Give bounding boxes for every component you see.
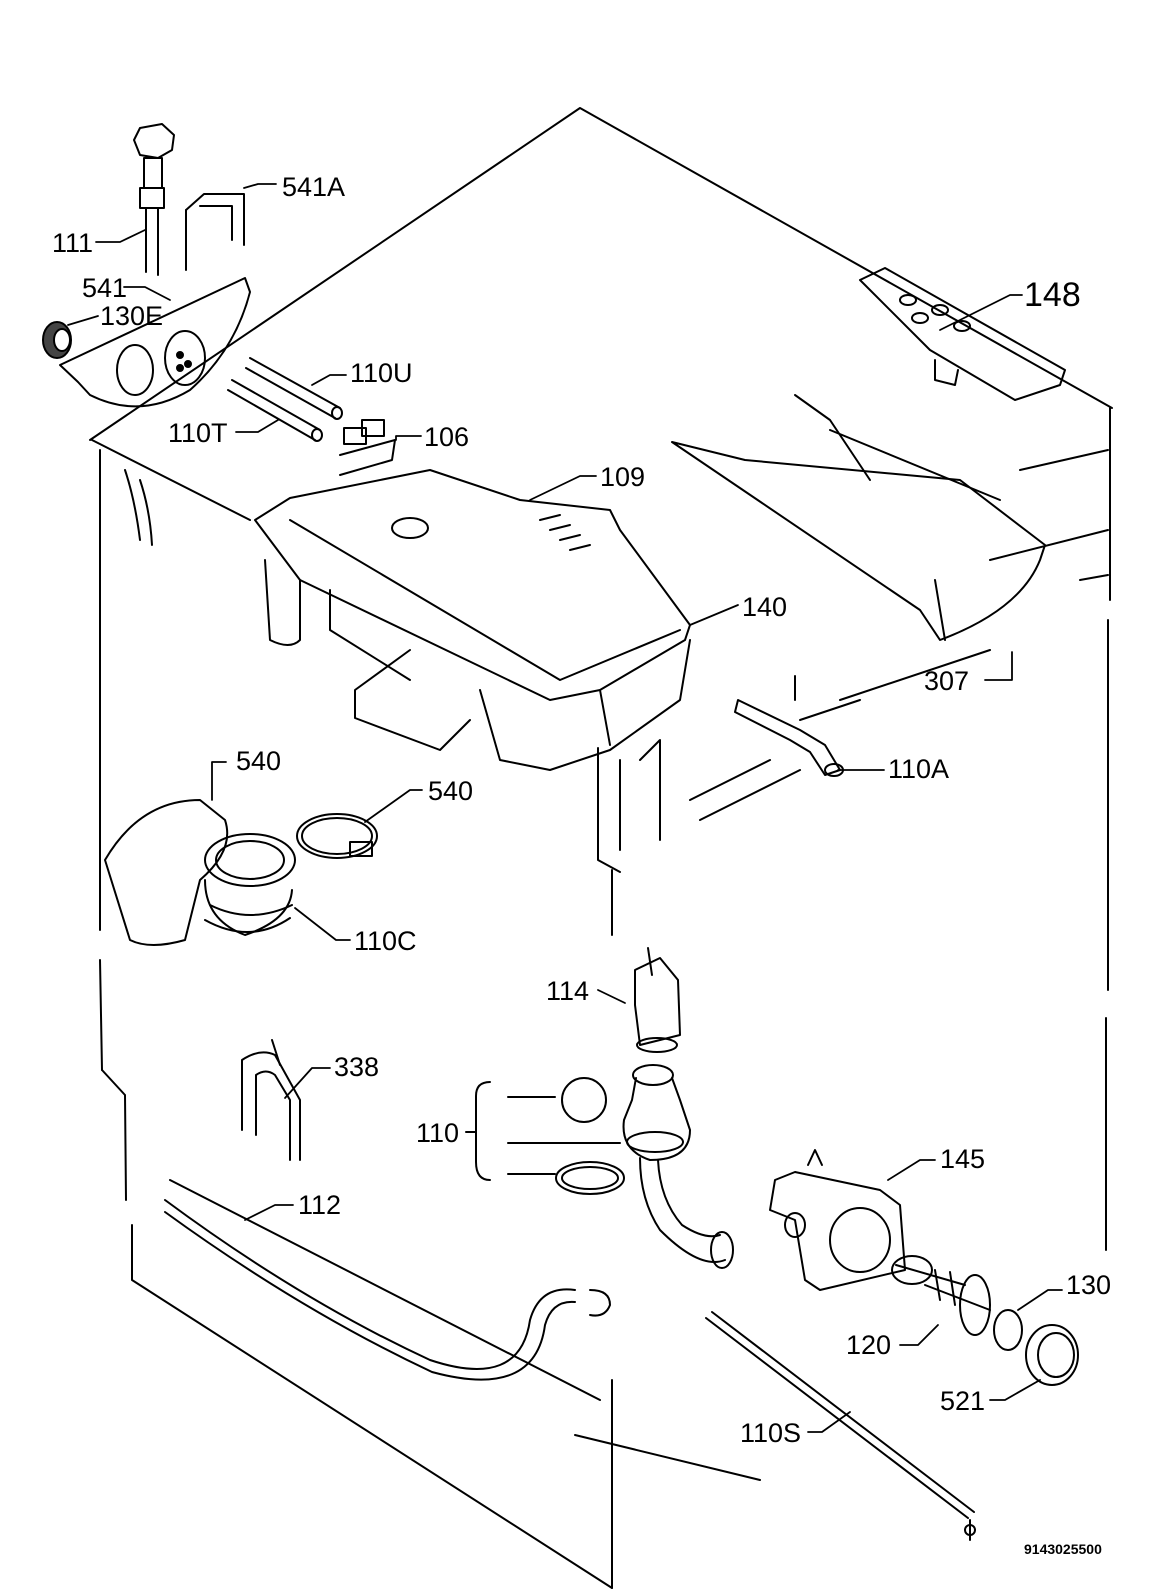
label-110a: 110A [888,754,950,784]
pump-housing-145 [769,1149,906,1291]
label-111: 111 [52,228,94,258]
label-106: 106 [424,422,470,452]
valve-106 [339,419,396,476]
part-110-set [465,1077,625,1195]
label-110: 110 [416,1118,460,1148]
label-130: 130 [1066,1270,1112,1300]
bracket-338 [241,1039,301,1161]
label-521: 521 [940,1386,986,1416]
leader-lines [67,183,1063,1433]
label-112: 112 [298,1190,342,1220]
drain-hose-112 [164,1199,611,1381]
dispenser-housing-109-140 [254,469,691,771]
label-110t: 110T [168,418,228,448]
tubes-110u-110t [227,357,343,442]
label-307: 307 [924,666,970,696]
label-541: 541 [82,273,128,303]
label-120: 120 [846,1330,892,1360]
label-110s: 110S [740,1418,802,1448]
ring-130 [993,1309,1023,1351]
label-145: 145 [940,1144,986,1174]
clamp-540 [296,813,378,859]
panel-541 [59,277,251,408]
bellows-hose-110c [104,799,296,946]
pressure-chamber-114 [634,947,681,1053]
label-130e: 130E [100,301,164,331]
label-109: 109 [600,462,646,492]
drawer-307 [671,394,1046,641]
label-541a: 541A [282,172,346,202]
cover-148 [859,267,1066,401]
label-338: 338 [334,1052,380,1082]
label-110u: 110U [350,358,413,388]
filter-120 [891,1255,991,1336]
label-110c: 110C [354,926,417,956]
inlet-hose-111 [133,123,175,276]
cap-521 [1025,1324,1079,1386]
label-114: 114 [546,976,590,1006]
label-148: 148 [1024,276,1081,314]
sump-hose-110 [622,1064,734,1269]
cap-130e [42,321,72,359]
label-540-upper: 540 [236,746,282,776]
drawing-number: 9143025500 [1024,1541,1102,1557]
rod-110s [705,1311,976,1541]
label-140: 140 [742,592,788,622]
label-540-lower: 540 [428,776,474,806]
clip-541a [185,193,245,271]
